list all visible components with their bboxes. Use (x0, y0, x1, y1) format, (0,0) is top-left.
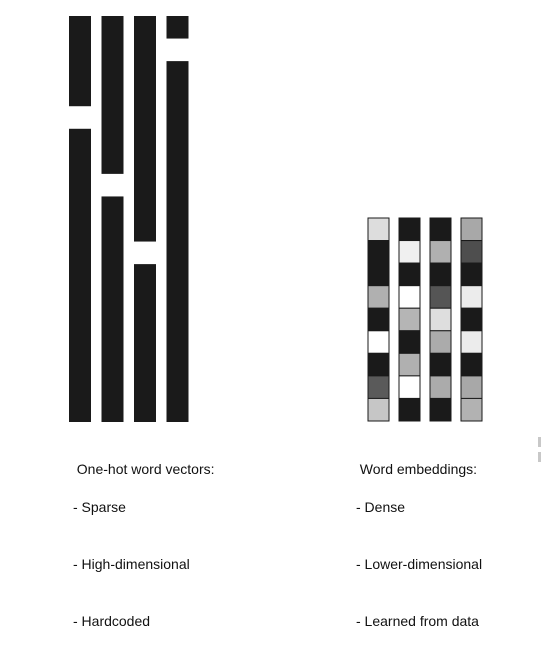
embedding-cell-3-8 (429, 375, 452, 399)
embedding-cell-4-8 (460, 375, 483, 399)
embedding-cell-3-3 (429, 262, 452, 287)
embedding-cell-2-7 (398, 352, 421, 377)
embedding-cell-1-3 (367, 262, 390, 287)
one-hot-active-cell-3 (134, 241, 156, 265)
one-hot-vector-3 (134, 16, 156, 422)
one-hot-vectors (69, 16, 189, 422)
embedding-cell-1-5 (367, 307, 390, 332)
embedding-cell-1-9 (367, 397, 390, 422)
embedding-cell-2-6 (398, 330, 421, 354)
embedding-cell-2-9 (398, 397, 421, 422)
embedding-cell-3-5 (429, 307, 452, 332)
embedding-cell-1-4 (367, 285, 390, 309)
embedding-cell-2-5 (398, 307, 421, 332)
one-hot-vector-4 (166, 16, 189, 422)
edge-divider (538, 452, 541, 462)
embeddings-item-lower-dimensional: - Lower-dimensional (356, 556, 483, 572)
embedding-cell-2-1 (398, 217, 421, 242)
one-hot-active-cell-4 (166, 38, 189, 62)
one-hot-vector-1 (69, 16, 91, 422)
embedding-cell-1-7 (367, 352, 390, 377)
embedding-vectors (367, 217, 483, 422)
one-hot-active-cell-1 (69, 106, 91, 129)
embeddings-caption: Word embeddings: - Dense - Lower-dimensi… (352, 441, 482, 650)
one-hot-item-high-dimensional: - High-dimensional (73, 556, 190, 572)
embedding-cell-4-1 (460, 217, 483, 242)
one-hot-title: One-hot word vectors: (76, 461, 215, 477)
edge-divider (538, 437, 541, 447)
one-hot-item-hardcoded: - Hardcoded (73, 613, 151, 629)
embedding-cell-4-2 (460, 240, 483, 264)
one-hot-caption: One-hot word vectors: - Sparse - High-di… (69, 441, 215, 650)
embedding-cell-4-6 (460, 330, 483, 354)
embedding-cell-2-3 (398, 262, 421, 287)
embedding-cell-2-2 (398, 240, 421, 264)
embedding-cell-3-4 (429, 285, 452, 309)
embedding-cell-4-3 (460, 262, 483, 287)
embedding-cell-3-6 (429, 330, 452, 354)
embedding-cell-4-9 (460, 397, 483, 422)
embedding-cell-2-4 (398, 285, 421, 309)
embedding-cell-1-8 (367, 375, 390, 399)
word-vectors-diagram (69, 16, 483, 422)
embedding-cell-4-7 (460, 352, 483, 377)
one-hot-active-cell-2 (101, 173, 124, 197)
embedding-cell-2-8 (398, 375, 421, 399)
one-hot-vector-2 (101, 16, 124, 422)
embedding-cell-1-1 (367, 217, 390, 242)
embedding-cell-1-6 (367, 330, 390, 354)
embedding-cell-3-2 (429, 240, 452, 264)
embeddings-item-learned-from-data: - Learned from data (356, 613, 479, 629)
embedding-cell-1-2 (367, 240, 390, 264)
embedding-cell-4-4 (460, 285, 483, 309)
embeddings-item-dense: - Dense (356, 499, 406, 515)
embedding-cell-4-5 (460, 307, 483, 332)
embedding-cell-3-1 (429, 217, 452, 242)
one-hot-item-sparse: - Sparse (73, 499, 126, 515)
embeddings-title: Word embeddings: (359, 461, 478, 477)
embedding-cell-3-7 (429, 352, 452, 377)
embedding-cell-3-9 (429, 397, 452, 422)
